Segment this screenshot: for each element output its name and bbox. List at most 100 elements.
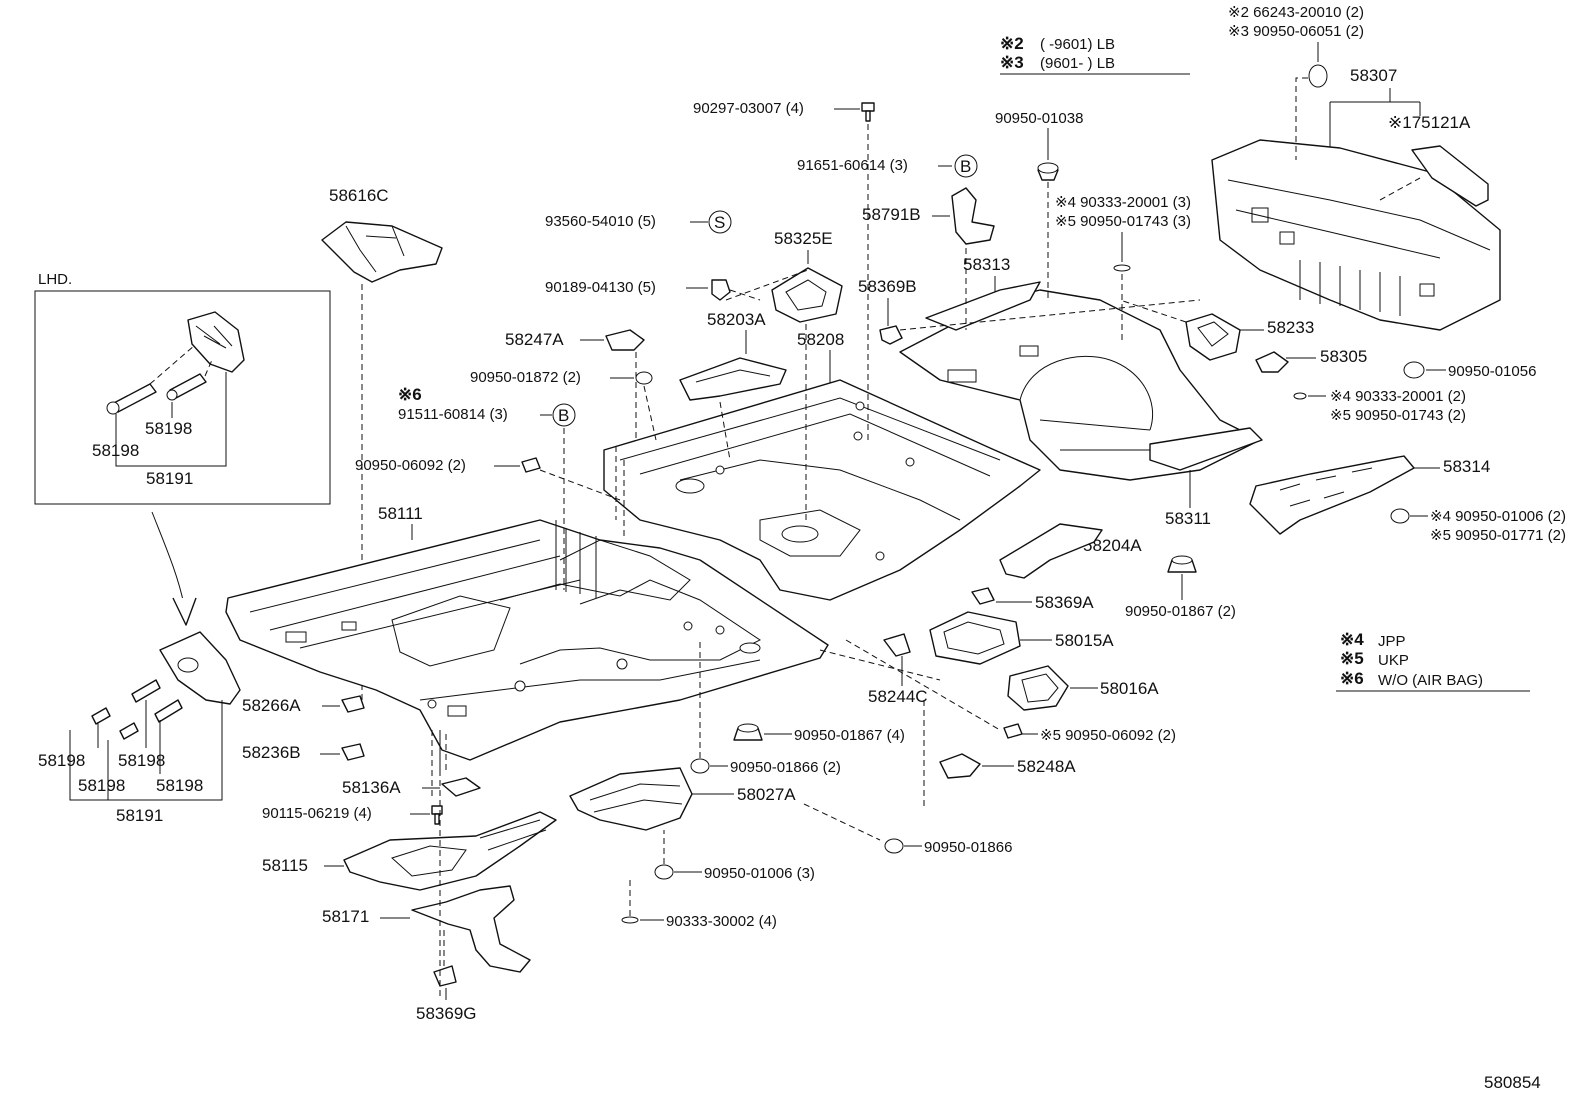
part-58369G: 58369G [416, 965, 477, 1023]
label-90333-20001-b: ※4 90333-20001 (2) [1330, 388, 1466, 405]
part-58325E: 58325E [771, 229, 843, 520]
legend-text-6: W/O (AIR BAG) [1378, 672, 1483, 689]
plug-90950-01056: 90950-01056 [1403, 361, 1536, 380]
label-58115: 58115 [262, 856, 308, 875]
label-90950-01743-b: ※5 90950-01743 (2) [1330, 407, 1466, 424]
legend-mark-2: ※2 [1000, 34, 1024, 53]
part-58027A: 58027A [569, 767, 881, 841]
label-58314: 58314 [1443, 457, 1490, 476]
lower-bracket-group: 58198 58198 58198 58198 58191 [38, 631, 241, 825]
label-91651: 91651-60614 (3) [797, 157, 908, 174]
label-90950-01872: 90950-01872 (2) [470, 369, 581, 386]
inset-arrow [151, 511, 197, 626]
label-175121A: ※175121A [1388, 113, 1471, 132]
plug-90950-01867-b: 90950-01867 (4) [733, 723, 905, 744]
part-58236B: 58236B [242, 743, 365, 762]
part-58791B: 58791B [862, 187, 995, 330]
label-58247A: 58247A [505, 330, 564, 349]
legend-text-5: UKP [1378, 652, 1409, 669]
plug-90950-01872: 90950-01872 (2) [470, 369, 657, 441]
low-label-58191: 58191 [116, 806, 163, 825]
part-58016A: 58016A [1007, 665, 1159, 711]
part-58307: 58307 ※175121A [1211, 66, 1501, 331]
label-58111: 58111 [378, 504, 423, 523]
label-90333-30002: 90333-30002 (4) [666, 913, 777, 930]
label-58369G: 58369G [416, 1004, 477, 1023]
label-58313: 58313 [963, 255, 1010, 274]
plug-90333-30002: 90333-30002 (4) [621, 880, 777, 930]
label-58236B: 58236B [242, 743, 301, 762]
part-58314: 58314 [1249, 455, 1490, 535]
label-91511: 91511-60814 (3) [398, 406, 508, 423]
lhd-inset: LHD. 58198 58198 58191 [34, 271, 331, 505]
label-58244C: 58244C [868, 687, 928, 706]
mark-b-circle-1 [954, 154, 978, 178]
label-90950-01867-a: 90950-01867 (2) [1125, 603, 1236, 620]
label-90189: 90189-04130 (5) [545, 279, 656, 296]
label-58171: 58171 [322, 907, 369, 926]
part-58115: 58115 [262, 811, 557, 891]
part-58369A: 58369A [971, 587, 1094, 612]
bolt-90115: 90115-06219 (4) [262, 805, 443, 825]
label-90950-01743-a: ※5 90950-01743 (3) [1055, 213, 1191, 230]
lhd-label-58198-b: 58198 [145, 419, 192, 438]
part-58208: 58208 [603, 330, 1041, 601]
plug-90950-01006-a: ※4 90950-01006 (2) ※5 90950-01771 (2) [1390, 508, 1566, 544]
plug-90950-01867-a: 90950-01867 (2) [1125, 555, 1236, 620]
label-58203A: 58203A [707, 310, 766, 329]
part-58248A: 58248A [923, 700, 1076, 810]
mark-b-2: B [558, 406, 569, 425]
plug-66243: ※2 66243-20010 (2) ※3 90950-06051 (2) [1228, 4, 1364, 160]
clip-90189: 90189-04130 (5) [545, 279, 761, 301]
part-58015A: 58015A [929, 611, 1114, 665]
part-58369B: 58369B [858, 277, 917, 345]
legend-mark-5: ※5 [1340, 649, 1364, 668]
label-90950-01771: ※5 90950-01771 (2) [1430, 527, 1566, 544]
pad-90950-06092-b: ※5 90950-06092 (2) [1003, 723, 1176, 744]
label-93560: 93560-54010 (5) [545, 213, 656, 230]
plug-90950-01866-a: 90950-01866 (2) [690, 640, 841, 776]
label-58248A: 58248A [1017, 757, 1076, 776]
label-58369B: 58369B [858, 277, 917, 296]
label-90950-06092-a: 90950-06092 (2) [355, 457, 466, 474]
label-90297: 90297-03007 (4) [693, 100, 804, 117]
mark-s-circle [708, 210, 732, 234]
label-58027A: 58027A [737, 785, 796, 804]
front-floor-panel [225, 519, 829, 761]
legend-text-3: (9601- ) LB [1040, 55, 1115, 72]
part-58111: 58111 [225, 504, 829, 761]
label-58016A: 58016A [1100, 679, 1159, 698]
label-58305: 58305 [1320, 347, 1367, 366]
legend-mark-4: ※4 [1340, 630, 1364, 649]
part-58313-58311: 58313 58311 [899, 255, 1263, 528]
plug-90950-01006-b: 90950-01006 (3) [654, 830, 815, 882]
plug-90950-01038: 90950-01038 [995, 110, 1083, 300]
legend-mark-6: ※6 [1340, 669, 1364, 688]
part-58305: 58305 [1255, 347, 1367, 373]
part-58266A: 58266A [242, 695, 365, 715]
plug-90333-b: ※4 90333-20001 (2) ※5 90950-01743 (2) [1293, 388, 1466, 424]
label-90950-01006-b: 90950-01006 (3) [704, 865, 815, 882]
label-90950-01866-b: 90950-01866 [924, 839, 1012, 856]
label-58325E: 58325E [774, 229, 833, 248]
legend-lb: ※2 ( -9601) LB ※3 (9601- ) LB [1000, 34, 1190, 75]
part-58203A: 58203A [679, 310, 787, 401]
legend-region: ※4 JPP ※5 UKP ※6 W/O (AIR BAG) [1336, 630, 1530, 692]
low-label-58198-b: 58198 [118, 751, 165, 770]
low-label-58198-c: 58198 [78, 776, 125, 795]
low-label-58198-a: 58198 [38, 751, 85, 770]
bolt-90297: 90297-03007 (4) [693, 100, 875, 444]
label-58616C: 58616C [329, 186, 389, 205]
lhd-label-58191: 58191 [146, 469, 193, 488]
label-58208: 58208 [797, 330, 844, 349]
label-58204A: 58204A [1083, 536, 1142, 555]
legend-text-2: ( -9601) LB [1040, 36, 1115, 53]
label-90950-06051: ※3 90950-06051 (2) [1228, 23, 1364, 40]
label-58233: 58233 [1267, 318, 1314, 337]
label-90950-01056: 90950-01056 [1448, 363, 1536, 380]
lhd-frame [34, 290, 331, 505]
label-58791B: 58791B [862, 205, 921, 224]
label-58266A: 58266A [242, 696, 301, 715]
assembly-guides [431, 269, 1201, 1000]
